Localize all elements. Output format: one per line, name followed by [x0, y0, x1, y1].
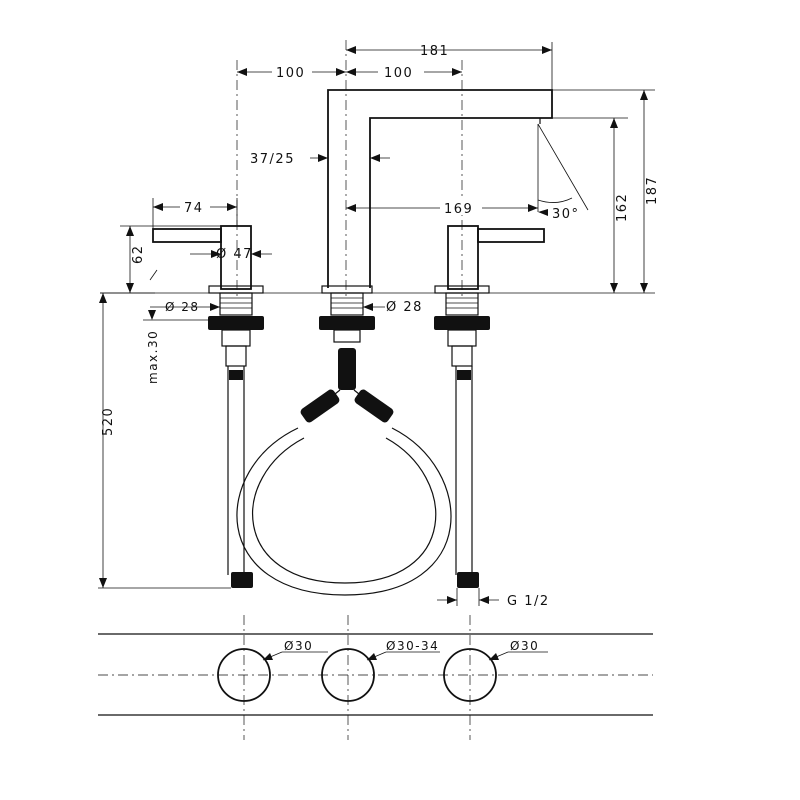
dim-520: 520	[98, 293, 231, 589]
center-lines	[236, 40, 471, 740]
dim-100-pair: 100 100	[237, 62, 462, 81]
left-handle	[152, 225, 252, 290]
dim-162: 162	[540, 117, 630, 293]
hole-right	[443, 648, 497, 702]
mount-left	[208, 285, 264, 367]
dim-37-25: 37/25	[250, 152, 390, 167]
hole-left-label: Ø30	[284, 639, 313, 653]
dim-162-label: 162	[615, 193, 630, 222]
dim-g-1-2-label: G 1/2	[507, 594, 550, 609]
countertop-plan: Ø30 Ø30-34 Ø30	[98, 633, 653, 716]
dim-100-right-label: 100	[384, 66, 413, 81]
dim-dia-28-center-label: Ø 28	[386, 300, 423, 315]
mount-right	[434, 285, 490, 367]
dim-angle-30-label: 30°	[552, 207, 580, 222]
hole-center	[321, 648, 375, 702]
dim-520-label: 520	[101, 407, 116, 436]
hole-left	[217, 648, 271, 702]
dim-angle-30: 30°	[537, 123, 589, 222]
dim-100-left-label: 100	[276, 66, 305, 81]
dim-181-label: 181	[420, 44, 449, 59]
dim-74: 74	[152, 198, 238, 229]
mount-center	[319, 285, 375, 390]
dim-max-30-label: max.30	[146, 330, 160, 384]
dim-74-label: 74	[184, 201, 204, 216]
dim-62: 62	[120, 225, 221, 293]
dim-dia-47-label: Ø 47	[216, 247, 253, 262]
dim-37-25-label: 37/25	[250, 152, 295, 167]
hole-center-label: Ø30-34	[386, 639, 439, 653]
dim-dia-28-center: Ø 28	[363, 300, 423, 315]
dim-169: 169	[346, 124, 539, 217]
dim-62-label: 62	[131, 244, 146, 264]
spout	[327, 89, 553, 288]
dim-dia-47: Ø 47	[149, 247, 272, 281]
right-handle	[447, 225, 545, 290]
dim-187-label: 187	[645, 176, 660, 205]
supply-hoses	[227, 366, 479, 588]
dim-181: 181	[346, 42, 553, 90]
dim-g-1-2: G 1/2	[437, 588, 550, 609]
loop-hose	[236, 389, 452, 596]
dim-169-label: 169	[444, 202, 473, 217]
dim-dia-28-left: Ø 28	[100, 292, 220, 314]
dim-max-30: max.30	[143, 310, 208, 384]
dim-187: 187	[552, 89, 660, 293]
hole-right-label: Ø30	[510, 639, 539, 653]
dim-dia-28-left-label: Ø 28	[165, 300, 200, 314]
